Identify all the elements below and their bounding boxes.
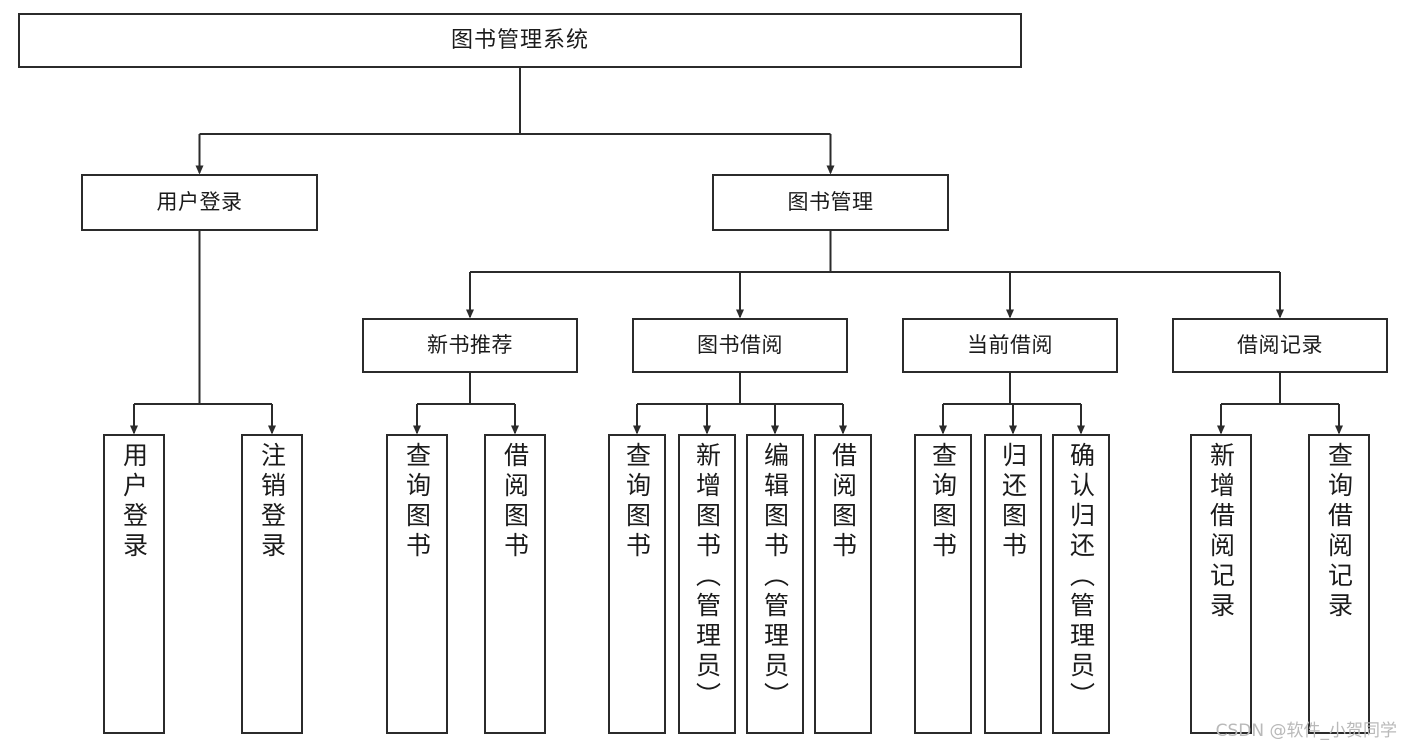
- node-leaf-query-book-3[interactable]: 查询图书: [914, 434, 972, 734]
- node-leaf-query-record[interactable]: 查询借阅记录: [1308, 434, 1370, 734]
- node-label: 借阅记录: [1237, 333, 1323, 358]
- node-label: 图书借阅: [697, 333, 783, 358]
- node-label: 归还图书: [998, 442, 1028, 562]
- node-l2-current-borrow[interactable]: 当前借阅: [902, 318, 1118, 373]
- node-label: 查询图书: [622, 442, 652, 562]
- node-label: 查询借阅记录: [1324, 442, 1354, 622]
- node-l1-user-login[interactable]: 用户登录: [81, 174, 318, 231]
- node-label: 编辑图书（管理员）: [760, 442, 790, 712]
- node-leaf-edit-book[interactable]: 编辑图书（管理员）: [746, 434, 804, 734]
- node-label: 借阅图书: [500, 442, 530, 562]
- node-label: 新书推荐: [427, 333, 513, 358]
- node-leaf-borrow-book-1[interactable]: 借阅图书: [484, 434, 546, 734]
- node-label: 查询图书: [402, 442, 432, 562]
- node-root[interactable]: 图书管理系统: [18, 13, 1022, 68]
- node-label: 注销登录: [257, 442, 287, 562]
- node-label: 新增借阅记录: [1206, 442, 1236, 622]
- node-leaf-confirm-return[interactable]: 确认归还（管理员）: [1052, 434, 1110, 734]
- node-label: 当前借阅: [967, 333, 1053, 358]
- node-leaf-borrow-book-2[interactable]: 借阅图书: [814, 434, 872, 734]
- node-label: 确认归还（管理员）: [1066, 442, 1096, 712]
- node-l2-book-borrow[interactable]: 图书借阅: [632, 318, 848, 373]
- node-label: 用户登录: [119, 442, 149, 562]
- node-l2-borrow-record[interactable]: 借阅记录: [1172, 318, 1388, 373]
- node-leaf-query-book-1[interactable]: 查询图书: [386, 434, 448, 734]
- node-leaf-user-login[interactable]: 用户登录: [103, 434, 165, 734]
- edge-group: [130, 68, 1343, 435]
- node-label: 图书管理系统: [450, 27, 589, 53]
- node-label: 查询图书: [928, 442, 958, 562]
- node-label: 用户登录: [156, 190, 243, 215]
- node-leaf-logout-login[interactable]: 注销登录: [241, 434, 303, 734]
- node-label: 借阅图书: [828, 442, 858, 562]
- node-label: 新增图书（管理员）: [692, 442, 722, 712]
- node-l2-new-book-rec[interactable]: 新书推荐: [362, 318, 578, 373]
- node-leaf-query-book-2[interactable]: 查询图书: [608, 434, 666, 734]
- node-l1-book-manage[interactable]: 图书管理: [712, 174, 949, 231]
- node-leaf-add-book[interactable]: 新增图书（管理员）: [678, 434, 736, 734]
- csdn-watermark: CSDN @软件_小贺同学: [1215, 721, 1397, 741]
- node-leaf-add-record[interactable]: 新增借阅记录: [1190, 434, 1252, 734]
- node-label: 图书管理: [787, 190, 874, 215]
- node-leaf-return-book[interactable]: 归还图书: [984, 434, 1042, 734]
